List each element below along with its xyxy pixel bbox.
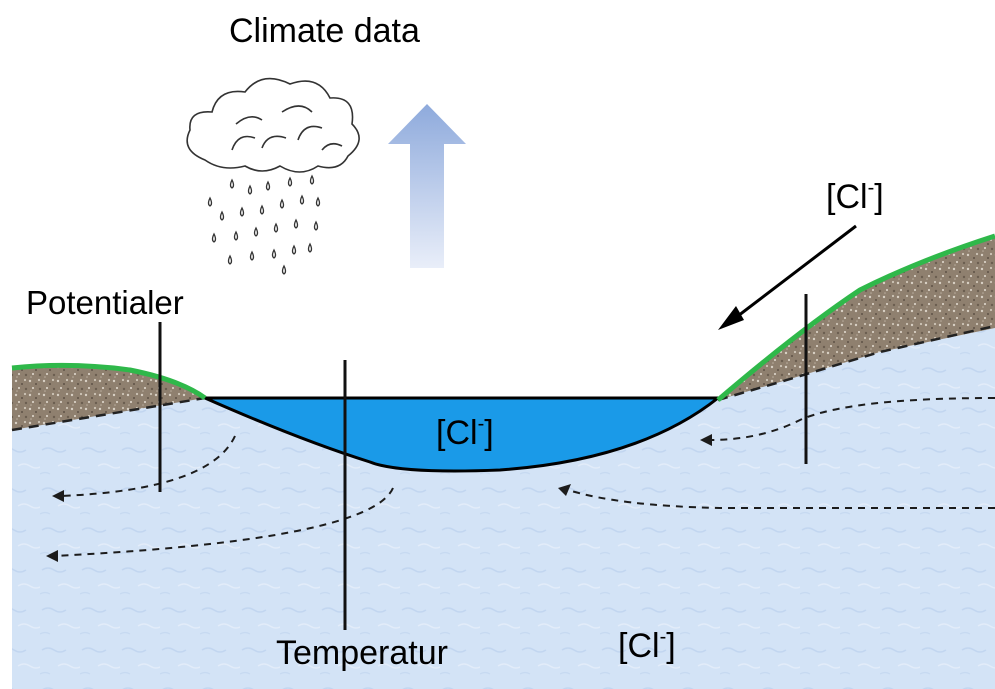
flow-arrowheads bbox=[46, 434, 712, 562]
vegetation-left bbox=[11, 362, 207, 401]
chloride-symbol: [Cl bbox=[826, 178, 868, 216]
soil-left bbox=[12, 365, 205, 430]
chloride-label-lake: [Cl-] bbox=[436, 414, 494, 450]
chloride-label-groundwater: [Cl-] bbox=[618, 627, 676, 663]
soil-right bbox=[718, 236, 995, 400]
chloride-charge: - bbox=[867, 177, 875, 199]
chloride-bracket: ] bbox=[484, 414, 494, 452]
chloride-symbol: [Cl bbox=[618, 627, 660, 665]
diagonal-arrow-icon bbox=[718, 224, 857, 330]
groundwater-flow-arrows bbox=[53, 397, 995, 557]
potential-label: Potentialer bbox=[26, 284, 184, 321]
chloride-charge: - bbox=[477, 413, 485, 435]
flow-arrow-right-upper bbox=[709, 397, 995, 441]
chloride-label-slope: [Cl-] bbox=[826, 178, 884, 214]
chloride-bracket: ] bbox=[874, 178, 884, 216]
arrowhead-left-upper bbox=[52, 490, 64, 502]
arrowhead-right-lower bbox=[558, 484, 571, 496]
flow-arrow-left-upper bbox=[59, 435, 236, 497]
climate-data-label: Climate data bbox=[229, 12, 420, 50]
flow-arrow-right-lower bbox=[567, 489, 995, 509]
chloride-bracket: ] bbox=[666, 627, 676, 665]
measurement-probes bbox=[158, 294, 808, 630]
water-table-line bbox=[11, 324, 995, 432]
vegetation-right bbox=[716, 233, 995, 402]
arrowhead-left-lower bbox=[46, 550, 58, 562]
lake bbox=[204, 396, 723, 473]
arrowhead-right-upper bbox=[700, 434, 712, 446]
temperature-label: Temperatur bbox=[276, 634, 448, 672]
rain-cloud-icon bbox=[186, 77, 360, 275]
flow-arrow-left-lower bbox=[53, 487, 394, 557]
chloride-charge: - bbox=[659, 626, 667, 648]
up-arrow-icon bbox=[388, 104, 466, 268]
chloride-symbol: [Cl bbox=[436, 414, 478, 452]
